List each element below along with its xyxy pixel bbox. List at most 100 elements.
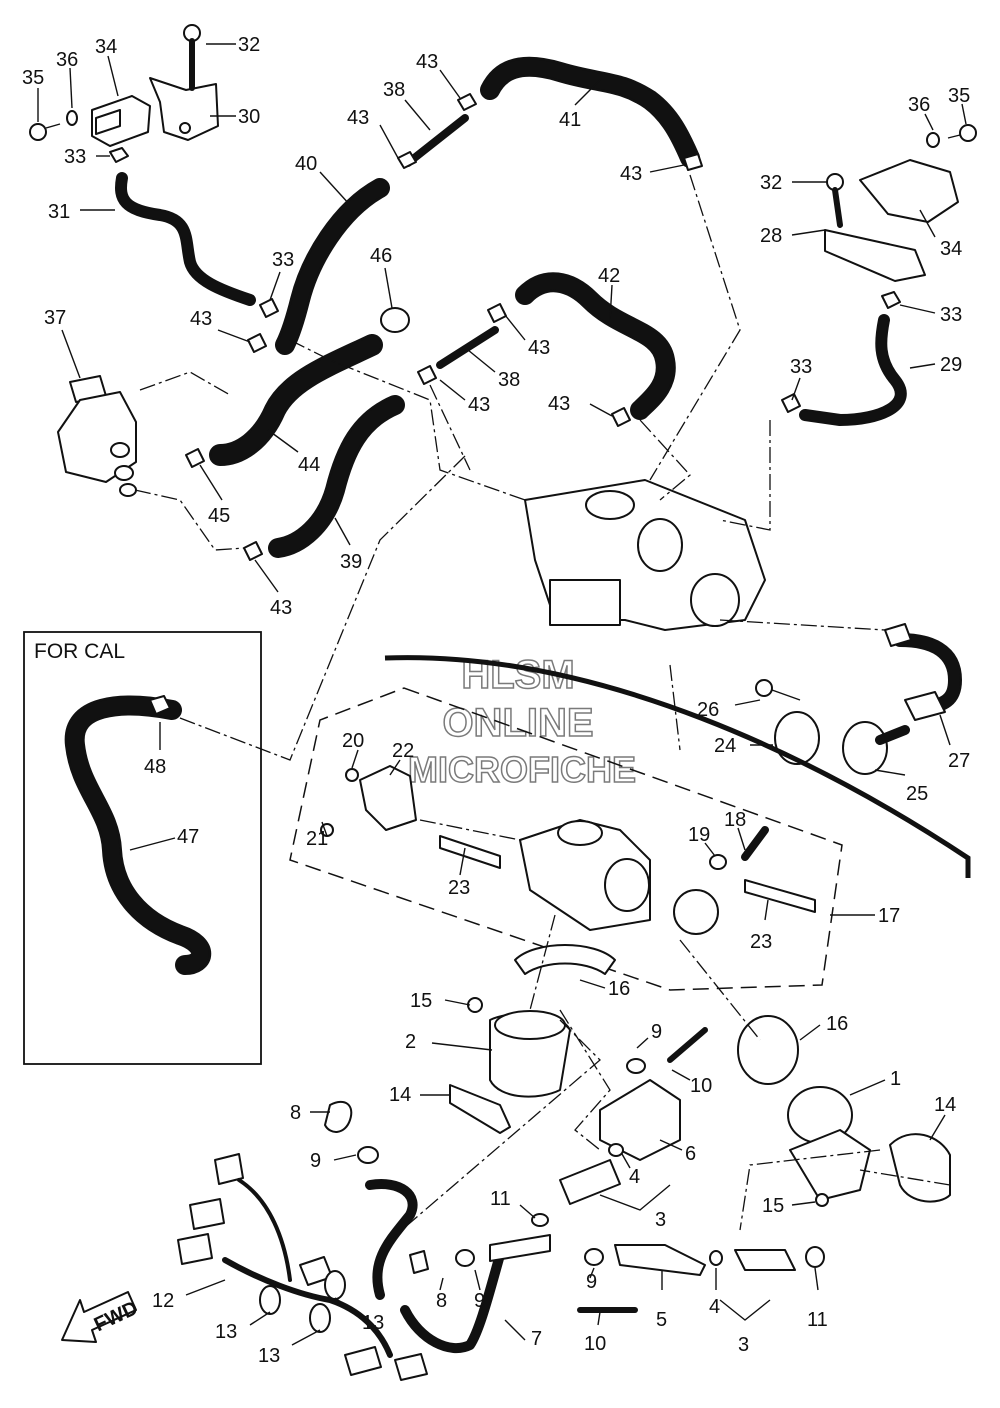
- callout-33: 33: [940, 304, 962, 326]
- leader-29: [909, 363, 936, 369]
- clamp-16-right: [737, 1015, 799, 1085]
- callout-9: 9: [474, 1290, 485, 1312]
- bolt-8-lower: [409, 1250, 429, 1274]
- callout-43: 43: [190, 308, 212, 330]
- leader-10a: [671, 1069, 691, 1081]
- callout-42: 42: [598, 265, 620, 287]
- leader-6: [659, 1139, 683, 1151]
- leader-9b: [333, 1154, 357, 1161]
- leader-43g: [589, 403, 613, 417]
- clamp-43-a: [397, 151, 417, 169]
- screw-set-23-left: [439, 835, 501, 869]
- band-13-c: [324, 1270, 346, 1300]
- callout-32: 32: [238, 34, 260, 56]
- gasket-14-right: [889, 1133, 951, 1203]
- callout-20: 20: [342, 730, 364, 752]
- leader-1: [849, 1079, 886, 1096]
- callout-13: 13: [215, 1321, 237, 1343]
- harness-connector-bottom-b: [394, 1353, 428, 1381]
- clamp-33-top: [109, 147, 129, 163]
- callout-29: 29: [940, 354, 962, 376]
- assembly-17-outline: [289, 687, 843, 991]
- leader-43a: [379, 124, 399, 159]
- callout-9: 9: [310, 1150, 321, 1172]
- callout-23: 23: [448, 877, 470, 899]
- leader-lines: [37, 43, 967, 1346]
- callout-18: 18: [724, 809, 746, 831]
- chain-47-body: [171, 455, 466, 761]
- bolt-26-shank: [771, 689, 801, 701]
- leader-3a: [599, 1184, 671, 1211]
- callout-48: 48: [144, 756, 166, 778]
- reference-lines: [134, 174, 951, 1241]
- callout-43: 43: [620, 163, 642, 185]
- wire-harness-12: [177, 1153, 428, 1381]
- callout-39: 39: [340, 551, 362, 573]
- sensor-34-connector: [95, 109, 121, 135]
- clamp-43-e: [487, 303, 507, 323]
- callout-11: 11: [490, 1188, 511, 1210]
- fuel-hose-end-7: [489, 1234, 551, 1262]
- callout-38: 38: [383, 79, 405, 101]
- callout-41: 41: [559, 109, 581, 131]
- callout-14: 14: [934, 1094, 956, 1116]
- washer-9-lower-right: [584, 1248, 604, 1266]
- seal-11-lower: [805, 1246, 825, 1268]
- leader-46: [384, 267, 393, 309]
- callout-32: 32: [760, 172, 782, 194]
- leader-9a: [636, 1037, 649, 1049]
- throttle-pulley: [673, 889, 719, 935]
- callout-10: 10: [584, 1333, 606, 1355]
- callout-10: 10: [690, 1075, 712, 1097]
- fuel-pipe-7-upper: [365, 1179, 418, 1300]
- clamp-46: [380, 307, 410, 333]
- leader-43e: [504, 314, 526, 341]
- callout-12: 12: [152, 1290, 174, 1312]
- harness-branch-wire: [237, 1178, 292, 1282]
- fwd-direction-arrow: FWD: [61, 1291, 141, 1343]
- hose-44-fill: [211, 336, 381, 464]
- leader-45: [199, 464, 223, 501]
- leader-3b: [719, 1299, 771, 1321]
- chain-27-body: [719, 619, 886, 631]
- callout-23: 23: [750, 931, 772, 953]
- chain-37-40: [139, 371, 231, 396]
- band-13-b: [309, 1303, 331, 1333]
- callout-31: 31: [48, 201, 70, 223]
- throttle-bore-lower-right: [604, 858, 650, 912]
- throttle-inlet: [549, 579, 621, 626]
- callout-28: 28: [760, 225, 782, 247]
- clamp-43-h: [243, 541, 263, 561]
- fitting-38-lower: [436, 326, 499, 369]
- bracket-14-left: [449, 1084, 511, 1134]
- chain-37-43: [134, 489, 246, 551]
- solenoid-valve-37: [57, 375, 137, 497]
- washer-9-upper: [626, 1058, 646, 1074]
- leader-20: [351, 749, 359, 769]
- leader-41: [574, 79, 601, 106]
- bracket-30-hole: [179, 122, 191, 134]
- callout-43: 43: [347, 107, 369, 129]
- leader-22: [389, 759, 401, 776]
- leader-16b: [799, 1024, 821, 1041]
- clamp-43-g: [611, 407, 631, 427]
- screw-15-left: [467, 997, 483, 1013]
- harness-connector-top: [214, 1153, 244, 1185]
- callout-43: 43: [416, 51, 438, 73]
- fuel-rail-5: [614, 1244, 706, 1276]
- leader-9d: [589, 1267, 595, 1279]
- callout-9: 9: [651, 1021, 662, 1043]
- sensor-assembly-left: [29, 24, 256, 306]
- leader-11a: [519, 1204, 536, 1219]
- harness-main-wire: [222, 1257, 393, 1358]
- leader-21: [321, 821, 328, 837]
- watermark: HLSM ONLINE MICROFICHE: [407, 652, 637, 791]
- inset-for-cal: FOR CAL: [23, 631, 262, 1065]
- chain-29-body: [719, 420, 771, 531]
- screw-18: [741, 826, 769, 861]
- callout-36: 36: [56, 49, 78, 71]
- chain-44-body: [289, 339, 526, 501]
- callout-34: 34: [95, 36, 117, 58]
- fitting-25: [842, 721, 888, 775]
- injector-3-upper: [559, 1159, 621, 1205]
